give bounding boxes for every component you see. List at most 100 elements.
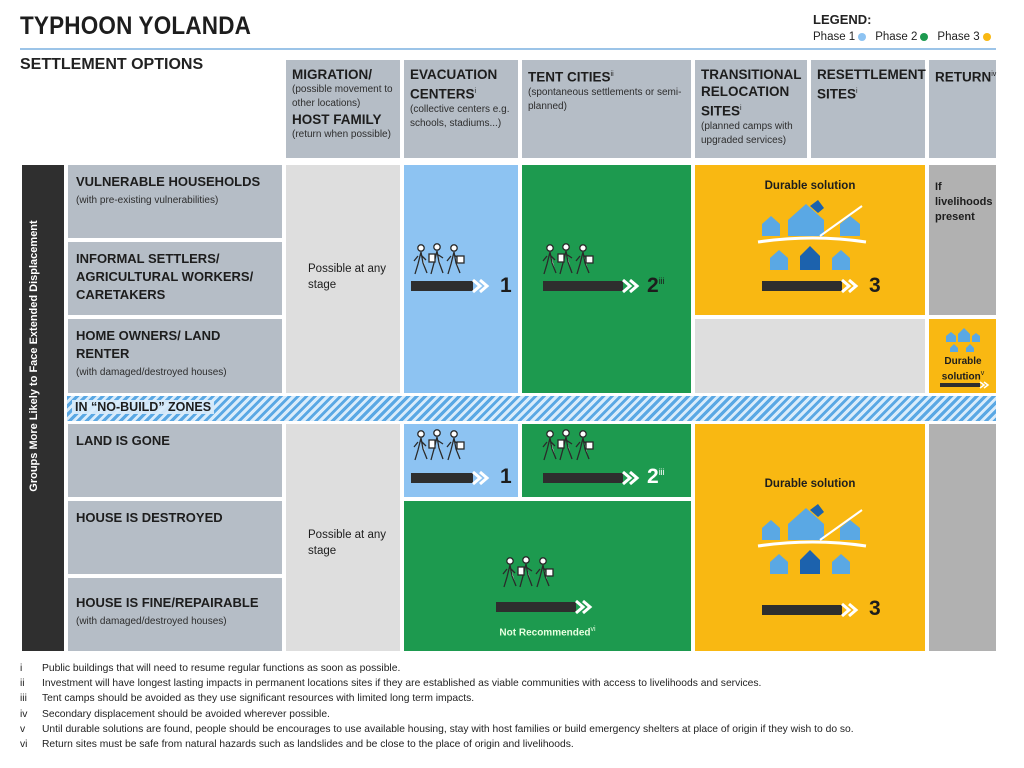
progress-arrow-icon [940,381,990,389]
legend-label: Phase 2 [875,31,918,43]
houses-cluster-icon [757,504,867,574]
phase1-dot-icon [858,33,867,41]
footnote-number: iii [20,693,27,705]
walking-people-icon [542,243,594,275]
column-header-resettlement: RESETTLEMENT SITESi [811,60,926,158]
column-title: RETURN [935,69,992,85]
footnote-text: Secondary displacement should be avoided… [42,708,330,720]
footnote-ref: v [980,370,985,377]
column-title: EVACUATION CENTERS [410,67,498,102]
footnote-text: Return sites must be safe from natural h… [42,739,574,751]
footnote-text: Until durable solutions are found, peopl… [42,723,854,735]
stage-number: 3 [869,597,881,620]
column-subtitle: (spontaneous settlements or semi-planned… [528,86,682,112]
footnote-number: vi [20,739,28,751]
durable-small-label: Durable solution [941,356,982,383]
no-build-zone-band [67,396,996,421]
durable-solution-small: Durable solutionv [933,356,993,383]
row-title: HOUSE IS DESTROYED [76,510,223,525]
page-subtitle: SETTLEMENT OPTIONS [20,56,204,73]
footnote-number: v [20,723,26,735]
phase3-dot-icon [982,33,991,41]
no-build-zone-label: IN “NO-BUILD” ZONES [72,400,215,414]
footnote-ref: i [474,88,477,95]
row-subtitle: (with damaged/destroyed houses) [76,367,227,378]
stage-number-value: 2 [647,274,659,297]
column-title: HOST FAMILY [292,112,382,127]
row-subtitle: (with pre-existing vulnerabilities) [76,195,219,206]
legend-label: Phase 3 [937,31,980,43]
not-recommended-text: Not Recommended [499,627,591,639]
row-label-homeowners: HOME OWNERS/ LAND RENTER (with damaged/d… [68,319,282,393]
phase2-dot-icon [920,33,929,41]
column-subtitle: (return when possible) [292,129,391,140]
sidebar-groups [22,165,64,651]
footnote-text: Investment will have longest lasting imp… [42,678,762,690]
row-title: VULNERABLE HOUSEHOLDS [76,174,261,189]
footnote-row: v Until durable solutions are found, peop… [20,722,1000,737]
possible-any-stage-text: Possible at any stage [308,263,386,291]
cell-migration-upper [286,165,400,393]
footnote-number: iv [20,708,28,720]
progress-arrow-icon [762,278,859,294]
column-title: RESETTLEMENT SITES [817,67,926,102]
stage-number: 1 [500,465,512,488]
row-subtitle: (with damaged/destroyed houses) [76,616,227,627]
not-recommended-label: Not Recommendedvi [404,626,691,638]
row-label-house-fine: HOUSE IS FINE/REPAIRABLE (with damaged/d… [68,578,282,651]
page-title: TYPHOON YOLANDA [20,12,252,40]
row-title: HOUSE IS FINE/REPAIRABLE [76,595,259,610]
legend-item-phase1: Phase 1 [813,31,867,43]
cell-evacuation-upper [404,165,518,393]
stage-number: 2iii [647,465,665,489]
column-header-evacuation: EVACUATION CENTERSi (collective centers … [404,60,518,158]
stage-number-value: 2 [647,465,659,488]
sidebar-label: Groups More Likely to Face Extended Disp… [28,220,40,492]
cell-migration-lower [286,424,400,651]
row-title: LAND IS GONE [76,433,170,448]
row-label-land-gone: LAND IS GONE [68,424,282,497]
houses-cluster-icon [946,328,980,352]
footnote-text: Public buildings that will need to resum… [42,663,401,674]
legend-item-phase2: Phase 2 [875,31,929,43]
footnote-ref: i [856,88,858,95]
walking-people-icon [413,429,465,461]
footnote-ref: vi [590,626,596,633]
houses-cluster-icon [757,200,867,270]
column-header-transitional: TRANSITIONAL RELOCATION SITESi (planned … [695,60,807,158]
column-header-tent-cities: TENT CITIESii (spontaneous settlements o… [522,60,691,158]
progress-arrow-icon [496,599,593,615]
legend-item-phase3: Phase 3 [937,31,991,43]
column-subtitle: (planned camps with upgraded services) [701,120,793,146]
progress-arrow-icon [411,470,490,486]
cell-homeowners-empty [695,319,925,393]
footnote-row: iv Secondary displacement should be avoid… [20,707,1000,722]
column-header-migration: MIGRATION/ (possible movement to other l… [286,60,400,158]
footnote-ref: iii [658,276,665,286]
stage-number: 1 [500,274,512,297]
legend: Phase 1 Phase 2 Phase 3 [813,31,991,43]
column-title: TRANSITIONAL RELOCATION SITES [701,67,802,119]
durable-solution-label: Durable solution [764,180,856,192]
cell-return-lower [929,424,996,651]
column-title: MIGRATION/ [292,67,372,82]
cell-return-upper [929,165,996,315]
footnote-number: ii [20,678,25,690]
footnote-number: i [20,663,23,674]
row-title: INFORMAL SETTLERS/ AGRICULTURAL WORKERS/… [76,251,254,302]
title-divider [20,48,996,50]
durable-solution-label: Durable solution [764,478,856,490]
footnote-ref: iii [658,467,665,477]
stage-number: 2iii [647,274,665,298]
column-title: TENT CITIES [528,69,611,85]
walking-people-icon [542,429,594,461]
footnote-row: i Public buildings that will need to resu… [20,661,1000,676]
progress-arrow-icon [411,278,490,294]
progress-arrow-icon [762,602,859,618]
progress-arrow-icon [543,278,640,294]
progress-arrow-icon [543,470,640,486]
row-label-vulnerable: VULNERABLE HOUSEHOLDS (with pre-existing… [68,165,282,238]
stage-number: 3 [869,274,881,297]
